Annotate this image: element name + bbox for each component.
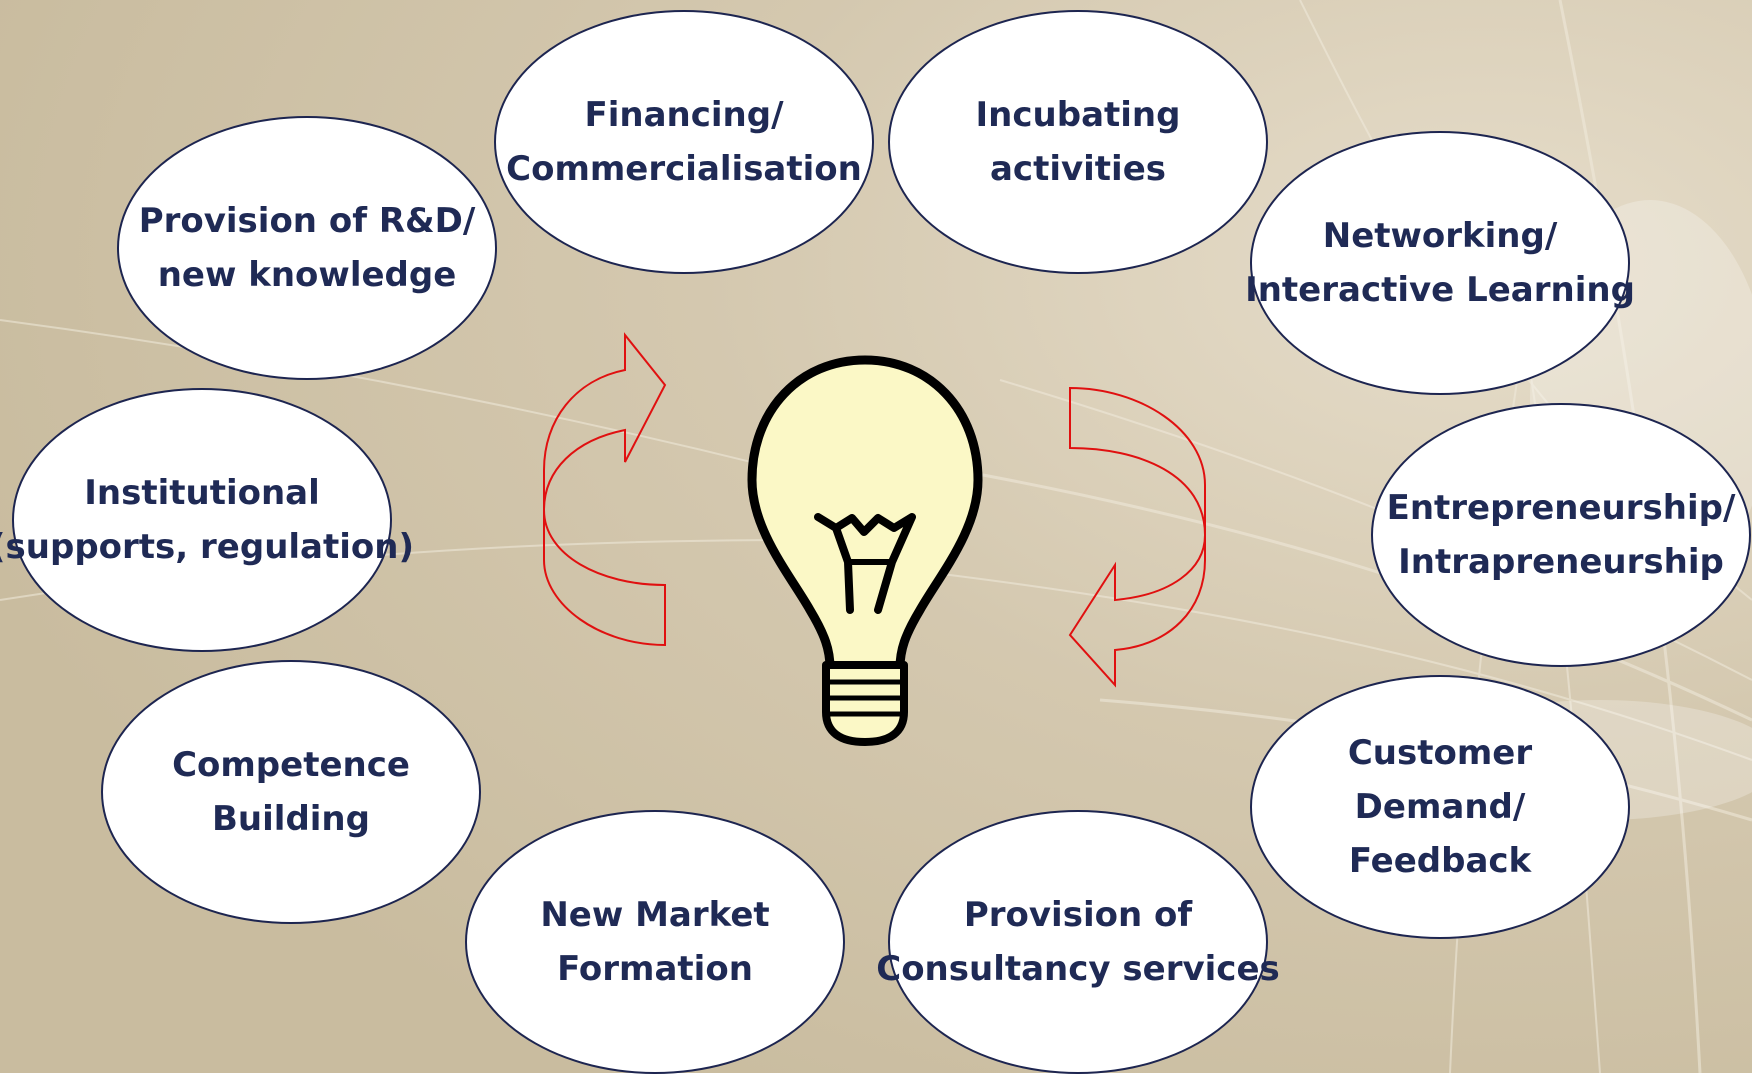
- node-financing-label: Financing/ Commercialisation: [506, 95, 862, 189]
- node-rd-knowledge: Provision of R&D/ new knowledge: [117, 116, 497, 380]
- node-consultancy: Provision of Consultancy services: [876, 810, 1280, 1074]
- node-networking: Networking/ Interactive Learning: [1245, 131, 1635, 395]
- node-competence: Competence Building: [101, 660, 481, 924]
- lightbulb-icon: [747, 355, 983, 746]
- node-competence-label: Competence Building: [172, 745, 410, 839]
- node-market-formation: New Market Formation: [465, 810, 845, 1074]
- node-market-formation-label: New Market Formation: [540, 895, 770, 989]
- node-incubating-label: Incubating activities: [975, 95, 1181, 189]
- node-entrepreneurship: Entrepreneurship/ Intrapreneurship: [1371, 403, 1751, 667]
- node-institutional: Institutional (supports, regulation): [0, 388, 414, 652]
- node-financing: Financing/ Commercialisation: [494, 10, 874, 274]
- node-customer-demand: Customer Demand/ Feedback: [1250, 675, 1630, 939]
- curved-arrow-up-icon: [542, 332, 667, 647]
- node-customer-demand-label: Customer Demand/ Feedback: [1347, 733, 1533, 881]
- curved-arrow-down-icon: [1068, 386, 1207, 688]
- node-entrepreneurship-label: Entrepreneurship/ Intrapreneurship: [1386, 488, 1736, 582]
- node-institutional-label: Institutional (supports, regulation): [0, 473, 415, 567]
- node-incubating: Incubating activities: [888, 10, 1268, 274]
- node-networking-label: Networking/ Interactive Learning: [1245, 216, 1635, 310]
- node-consultancy-label: Provision of Consultancy services: [876, 895, 1280, 989]
- node-rd-knowledge-label: Provision of R&D/ new knowledge: [138, 201, 476, 295]
